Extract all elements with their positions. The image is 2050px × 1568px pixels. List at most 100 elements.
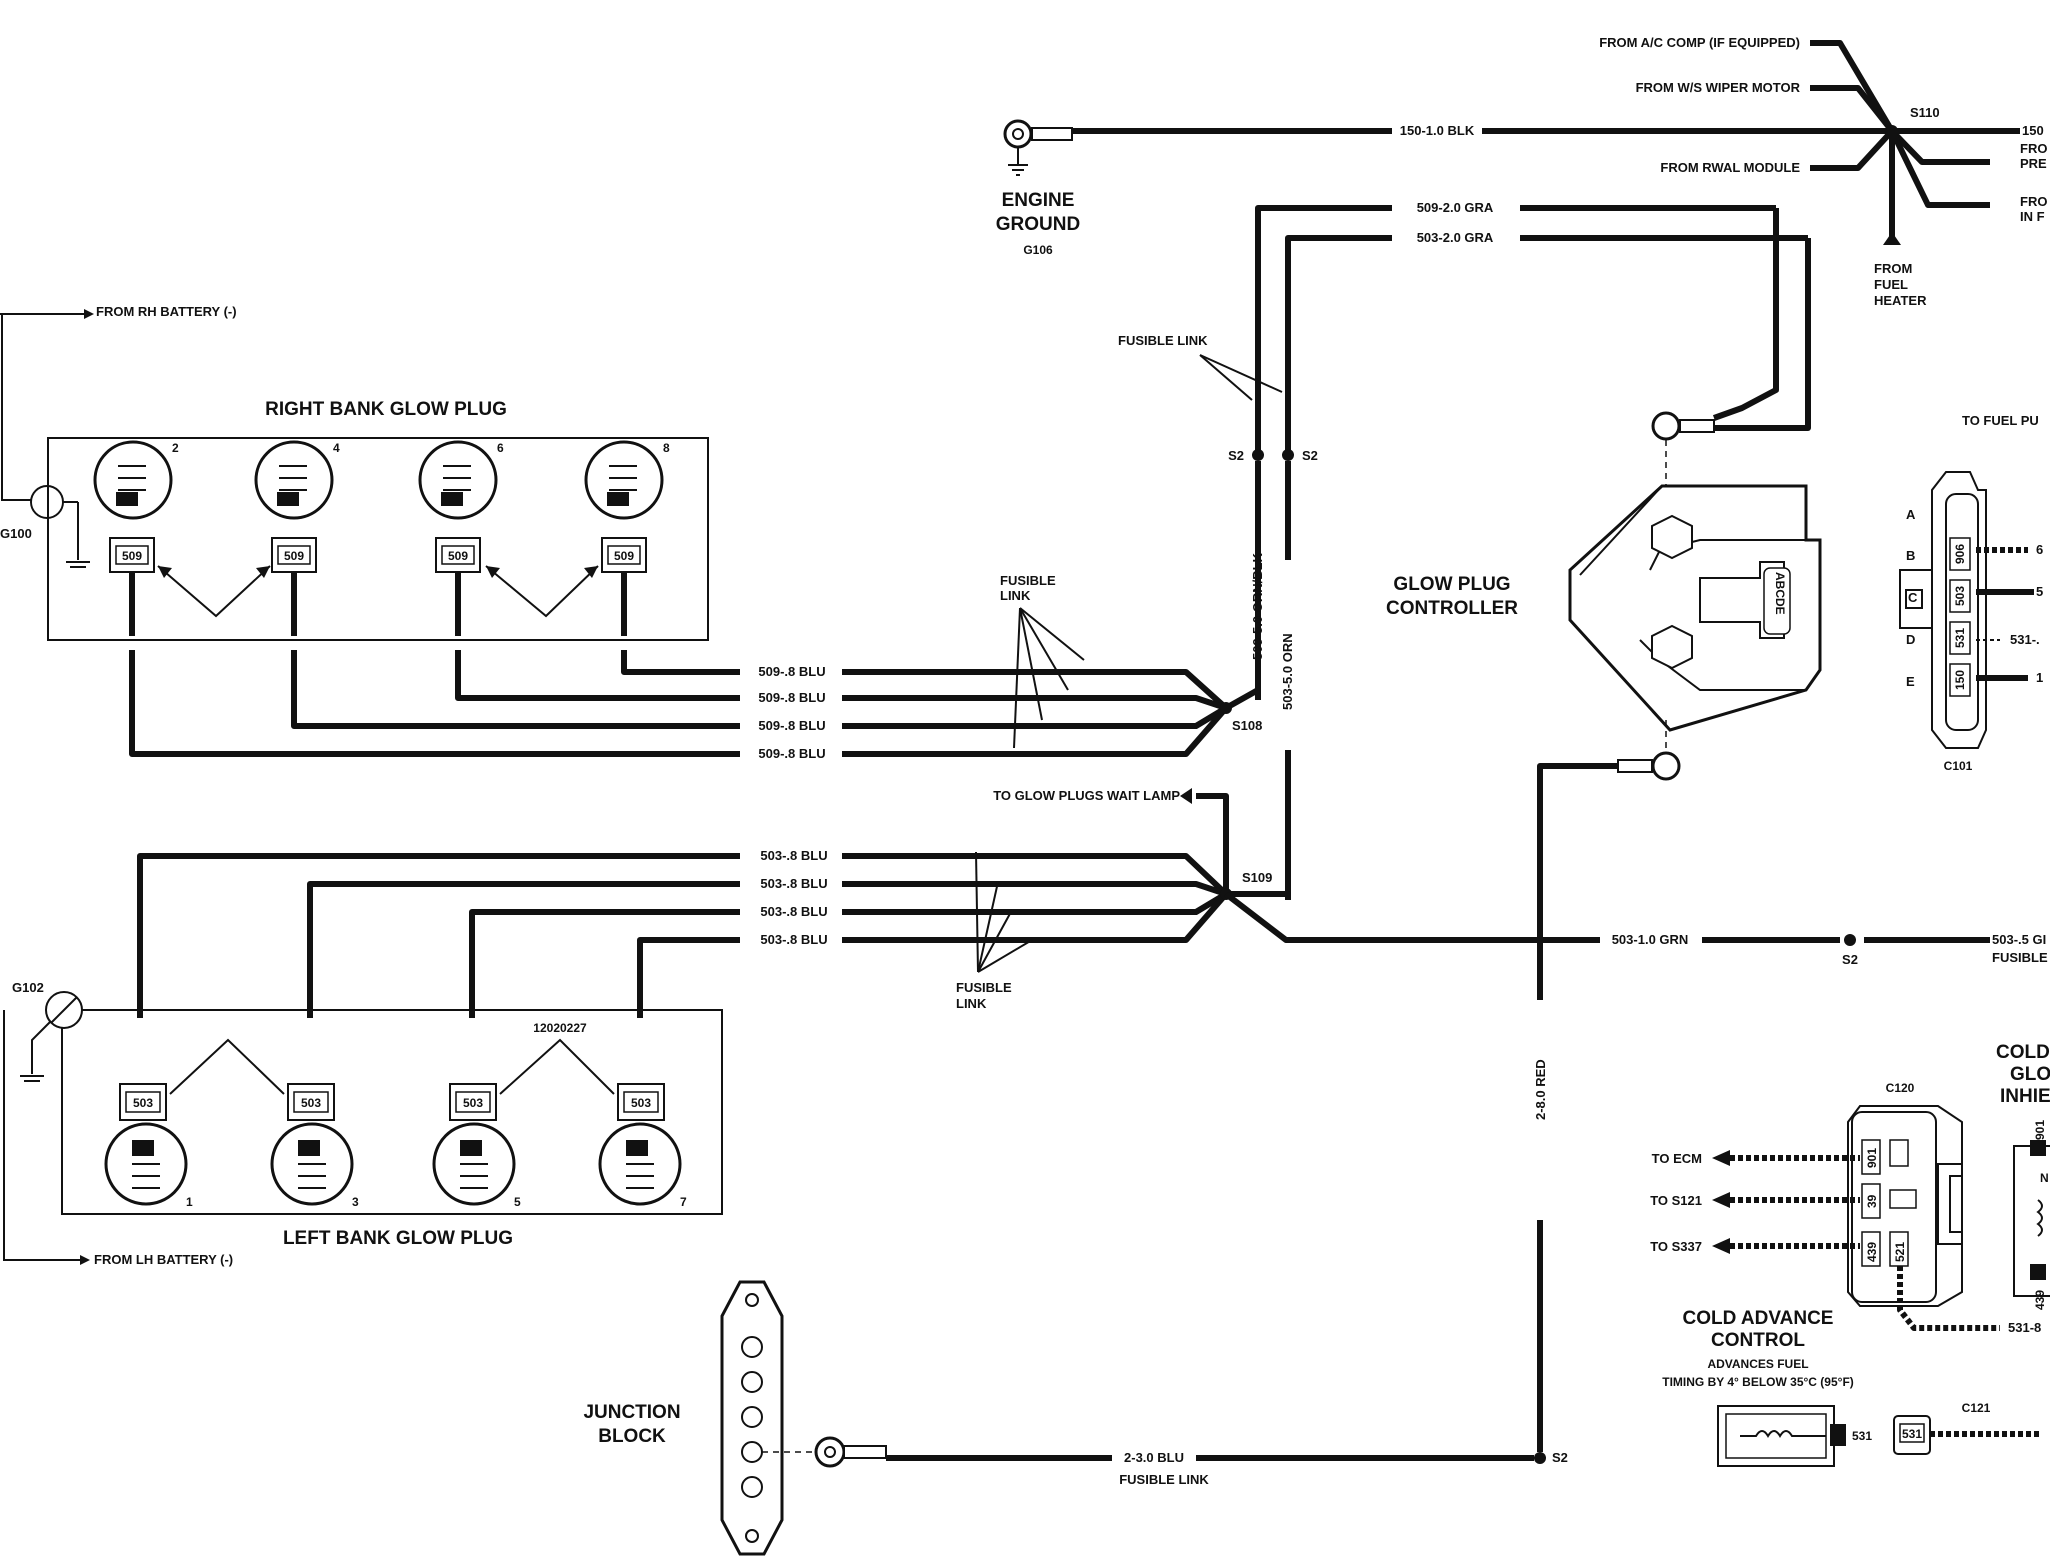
engine-ground-terminal: [1003, 119, 1033, 149]
connector-509-2: 509: [271, 537, 317, 573]
fusible-link-top-label: FUSIBLE LINK: [1118, 333, 1208, 348]
from-fuel-heater-label: FROM: [1874, 261, 1912, 276]
fusible-right-label: FUSIBLE: [1992, 950, 2048, 965]
fusible-link-mid-label: FUSIBLE: [1000, 573, 1056, 588]
svg-text:509: 509: [122, 549, 142, 563]
cold-advance-control: COLD ADVANCE CONTROL ADVANCES FUEL TIMIN…: [1662, 1308, 2040, 1467]
svg-text:901: 901: [2033, 1120, 2047, 1140]
splice-s2-right: [1282, 449, 1294, 461]
glow-plug-2: 2: [93, 440, 179, 520]
from-rwal-label: FROM RWAL MODULE: [1660, 160, 1800, 175]
svg-text:509: 509: [284, 549, 304, 563]
connector-503-1: 503: [119, 1083, 167, 1121]
g102-label: G102: [12, 980, 44, 995]
cold-advance-label-3: ADVANCES FUEL: [1707, 1357, 1808, 1371]
svg-text:1: 1: [186, 1195, 193, 1209]
c101-right-1: 1: [2036, 670, 2043, 685]
svg-text:6: 6: [497, 441, 504, 455]
right-bank-title: RIGHT BANK GLOW PLUG: [265, 399, 507, 420]
wire-503-gr-right-label: 503-.5 GI: [1992, 932, 2046, 947]
engine-ground-label-2: GROUND: [996, 214, 1080, 235]
to-s121-label: TO S121: [1650, 1193, 1702, 1208]
glow-plug-4: 4: [254, 440, 340, 520]
wire-2-blu-label: 2-3.0 BLU: [1124, 1450, 1184, 1465]
svg-text:439: 439: [2033, 1290, 2047, 1310]
c101-right-5: 5: [2036, 584, 2043, 599]
glow-plug-8: 8: [584, 440, 670, 520]
junction-block-label: JUNCTION: [583, 1402, 680, 1423]
wires-509-blu: S108 509-.8 BLU 509-.8 BLU 509-.8 BLU 50…: [129, 573, 1262, 761]
g106-label: G106: [1023, 243, 1053, 257]
wire-509-blu-label-1: 509-.8 BLU: [758, 664, 825, 679]
connector-509-1: 509: [109, 537, 155, 573]
svg-text:503: 503: [463, 1096, 483, 1110]
wire-503-blu-label-1: 503-.8 BLU: [760, 848, 827, 863]
from-pre-label-2: PRE: [2020, 156, 2047, 171]
c121-label: C121: [1962, 1401, 1991, 1415]
c101-pin-e: E: [1906, 674, 1915, 689]
glow-plug-controller-label: GLOW PLUG: [1393, 574, 1510, 595]
from-fuel-heater-label-3: HEATER: [1874, 293, 1927, 308]
svg-text:5: 5: [514, 1195, 521, 1209]
s2-label-c: S2: [1842, 952, 1858, 967]
splice-s2-grn: [1844, 934, 1856, 946]
c101-pin-b: B: [1906, 548, 1915, 563]
wire-509-blu-label-3: 509-.8 BLU: [758, 718, 825, 733]
right-bank-glow-plug: FROM RH BATTERY (-) G100 RIGHT BANK GLOW…: [0, 304, 709, 641]
to-fuel-pu-label: TO FUEL PU: [1962, 413, 2039, 428]
svg-text:503: 503: [133, 1096, 153, 1110]
s109-label: S109: [1242, 870, 1272, 885]
c120-label: C120: [1886, 1081, 1915, 1095]
connector-503-4: 503: [617, 1083, 665, 1121]
svg-text:439: 439: [1865, 1242, 1879, 1262]
from-rh-battery-label: FROM RH BATTERY (-): [96, 304, 237, 319]
svg-text:2: 2: [172, 441, 179, 455]
c101-right-531: 531-.: [2010, 632, 2040, 647]
wire-503-blu-label-2: 503-.8 BLU: [760, 876, 827, 891]
svg-text:901: 901: [1865, 1148, 1879, 1168]
glow-plug-6: 6: [418, 440, 504, 520]
wire-503-grn-label: 503-1.0 GRN: [1612, 932, 1689, 947]
connector-509-4: 509: [601, 537, 647, 573]
from-ws-wiper-label: FROM W/S WIPER MOTOR: [1636, 80, 1801, 95]
from-fuel-heater-label-2: FUEL: [1874, 277, 1908, 292]
connector-503-3: 503: [449, 1083, 497, 1121]
wire-503-orn-label: 503-5.0 ORN: [1280, 633, 1295, 710]
w150-right-label: 150: [2022, 123, 2044, 138]
splice-s108: [1220, 702, 1232, 714]
svg-text:3: 3: [352, 1195, 359, 1209]
fusible-bottom-label: FUSIBLE LINK: [1119, 1472, 1209, 1487]
left-bank-glow-plug: G102 FROM LH BATTERY (-) LEFT BANK GLOW …: [3, 980, 723, 1267]
c101-label: C101: [1944, 759, 1973, 773]
svg-text:N: N: [2040, 1171, 2049, 1185]
svg-text:906: 906: [1953, 544, 1967, 564]
glow-plug-3: 3: [270, 1122, 359, 1209]
wire-503-blu-label-4: 503-.8 BLU: [760, 932, 827, 947]
g100-label: G100: [0, 526, 32, 541]
wire-531-8-label: 531-8: [2008, 1320, 2041, 1335]
from-lh-battery-label: FROM LH BATTERY (-): [94, 1252, 233, 1267]
splice-s2-left: [1252, 449, 1264, 461]
part-number-label: 12020227: [533, 1021, 587, 1035]
wire-150-blk-label: 150-1.0 BLK: [1400, 123, 1475, 138]
svg-text:503: 503: [631, 1096, 651, 1110]
glow-plug-7: 7: [598, 1122, 687, 1209]
fusible-link-mid-label-2: LINK: [1000, 588, 1031, 603]
wire-509-blu-label-2: 509-.8 BLU: [758, 690, 825, 705]
svg-text:7: 7: [680, 1195, 687, 1209]
connector-509-3: 509: [435, 537, 481, 573]
connector-503-2: 503: [287, 1083, 335, 1121]
c101-pin-d: D: [1906, 632, 1915, 647]
s2-label-b: S2: [1302, 448, 1318, 463]
cold-glow-label-2: GLO: [2010, 1064, 2050, 1085]
fusible-link-low-label: FUSIBLE: [956, 980, 1012, 995]
to-wait-lamp-label: TO GLOW PLUGS WAIT LAMP: [993, 788, 1180, 803]
wires-503-blu: TO GLOW PLUGS WAIT LAMP S109 503-.8 BLU …: [137, 788, 2048, 1018]
controller-pin-letters: ABCDE: [1773, 572, 1787, 615]
junction-block-label-2: BLOCK: [598, 1426, 666, 1447]
c101-connector: TO FUEL PU A B C D E 906 503 531 150 6 5…: [1899, 413, 2043, 773]
wire-2-red-label: 2-8.0 RED: [1533, 1059, 1548, 1120]
cold-glow-inhibit: COLD GLO INHIE 901 N 439: [1996, 1042, 2050, 1310]
svg-text:503: 503: [1953, 586, 1967, 606]
